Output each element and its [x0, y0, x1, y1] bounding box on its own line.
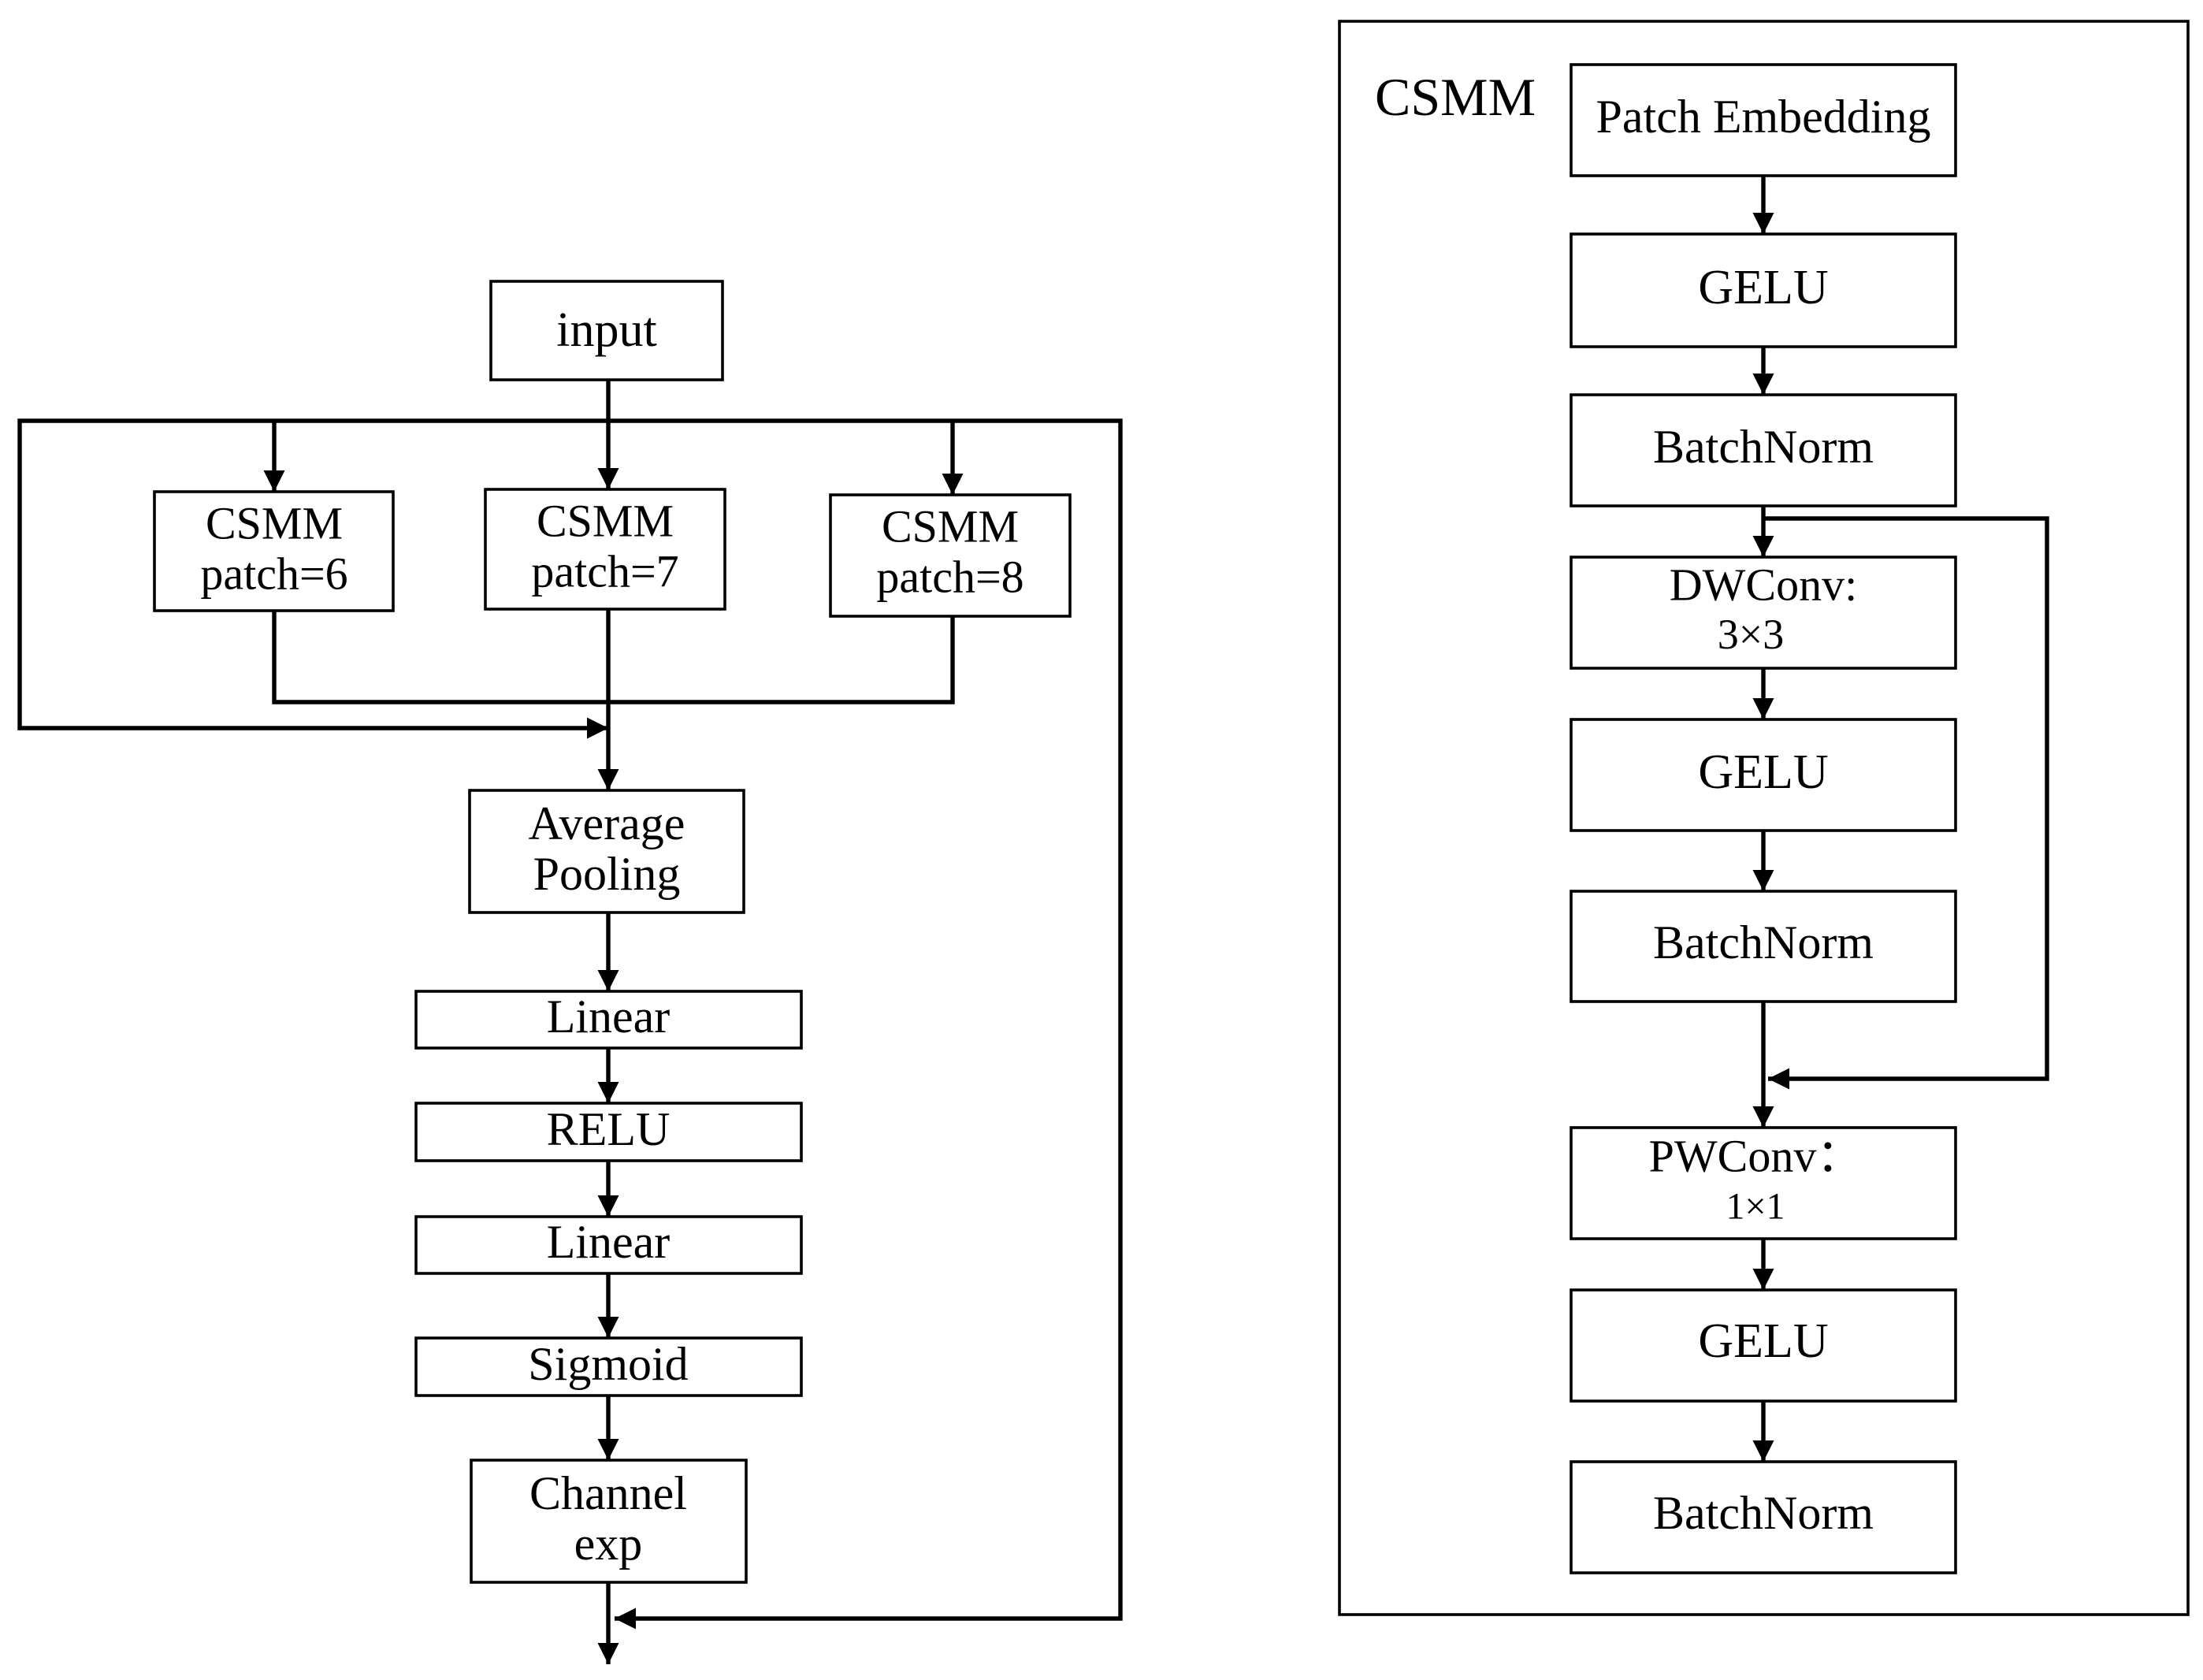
- csmm-panel-frame: [1338, 20, 2190, 1616]
- batchnorm-2-box: BatchNorm: [1570, 890, 1957, 1003]
- batchnorm-3-box: BatchNorm: [1570, 1460, 1957, 1574]
- csmm-patch6-param: patch=6: [200, 548, 347, 600]
- patch-embedding-box: Patch Embedding: [1570, 63, 1957, 177]
- gelu-2-box: GELU: [1570, 718, 1957, 832]
- outer-residual-connector: [274, 418, 1123, 1630]
- dwconv-box: DWConv: 3×3: [1570, 556, 1957, 670]
- sigmoid-label: Sigmoid: [528, 1338, 688, 1390]
- left-connectors: [17, 380, 1123, 1664]
- csmm-patch7-box: CSMM patch=7: [484, 488, 726, 611]
- csmm-patch6-title: CSMM: [206, 498, 343, 549]
- channel-exp-box: Channel exp: [470, 1459, 748, 1584]
- channel-exp-line1: Channel: [529, 1467, 687, 1519]
- csmm-patch8-box: CSMM patch=8: [829, 493, 1072, 618]
- pwconv-title: PWConv：: [1649, 1131, 1863, 1182]
- linear-2-label: Linear: [547, 1216, 671, 1268]
- pwconv-kernel: 1×1: [1726, 1186, 1785, 1228]
- csmm-panel-title: CSMM: [1375, 67, 1536, 127]
- csmm-patch8-title: CSMM: [882, 501, 1019, 552]
- dwconv-kernel: 3×3: [1718, 611, 1784, 658]
- input-box: input: [489, 280, 724, 381]
- input-label: input: [556, 303, 656, 357]
- relu-box: RELU: [414, 1102, 803, 1162]
- csmm-patch8-param: patch=8: [876, 552, 1023, 603]
- gelu-1-label: GELU: [1698, 261, 1828, 314]
- linear-1-label: Linear: [547, 991, 671, 1043]
- average-pooling-line1: Average: [529, 797, 685, 849]
- batchnorm-2-label: BatchNorm: [1653, 916, 1874, 968]
- left-diagram: input CSMM patch=6 CSMM patch=7 CSMM pat…: [17, 280, 1123, 1664]
- gelu-2-label: GELU: [1698, 745, 1828, 799]
- batchnorm-3-label: BatchNorm: [1653, 1487, 1874, 1539]
- right-connectors: [1752, 176, 2049, 1462]
- csmm-merge-connector: [272, 611, 955, 704]
- relu-label: RELU: [547, 1103, 671, 1155]
- batchnorm-1-box: BatchNorm: [1570, 393, 1957, 507]
- linear-1-box: Linear: [414, 990, 803, 1050]
- gelu-3-box: GELU: [1570, 1288, 1957, 1403]
- pwconv-box: PWConv： 1×1: [1570, 1126, 1957, 1240]
- average-pooling-box: Average Pooling: [468, 789, 745, 914]
- patch-embedding-label: Patch Embedding: [1596, 91, 1931, 143]
- gelu-1-box: GELU: [1570, 232, 1957, 348]
- channel-exp-line2: exp: [574, 1518, 643, 1570]
- csmm-patch7-title: CSMM: [537, 496, 674, 547]
- right-diagram: CSMM Patch Embedding GELU BatchNorm: [1338, 20, 2190, 1616]
- csmm-skip-connector: [1763, 516, 2049, 1090]
- csmm-patch6-box: CSMM patch=6: [153, 490, 395, 612]
- sigmoid-box: Sigmoid: [414, 1336, 803, 1397]
- average-pooling-line2: Pooling: [533, 848, 681, 900]
- left-skip-connector: [17, 418, 608, 739]
- linear-2-box: Linear: [414, 1215, 803, 1275]
- dwconv-title: DWConv:: [1670, 559, 1857, 611]
- batchnorm-1-label: BatchNorm: [1653, 421, 1874, 473]
- csmm-patch7-param: patch=7: [531, 546, 678, 597]
- gelu-3-label: GELU: [1698, 1314, 1828, 1368]
